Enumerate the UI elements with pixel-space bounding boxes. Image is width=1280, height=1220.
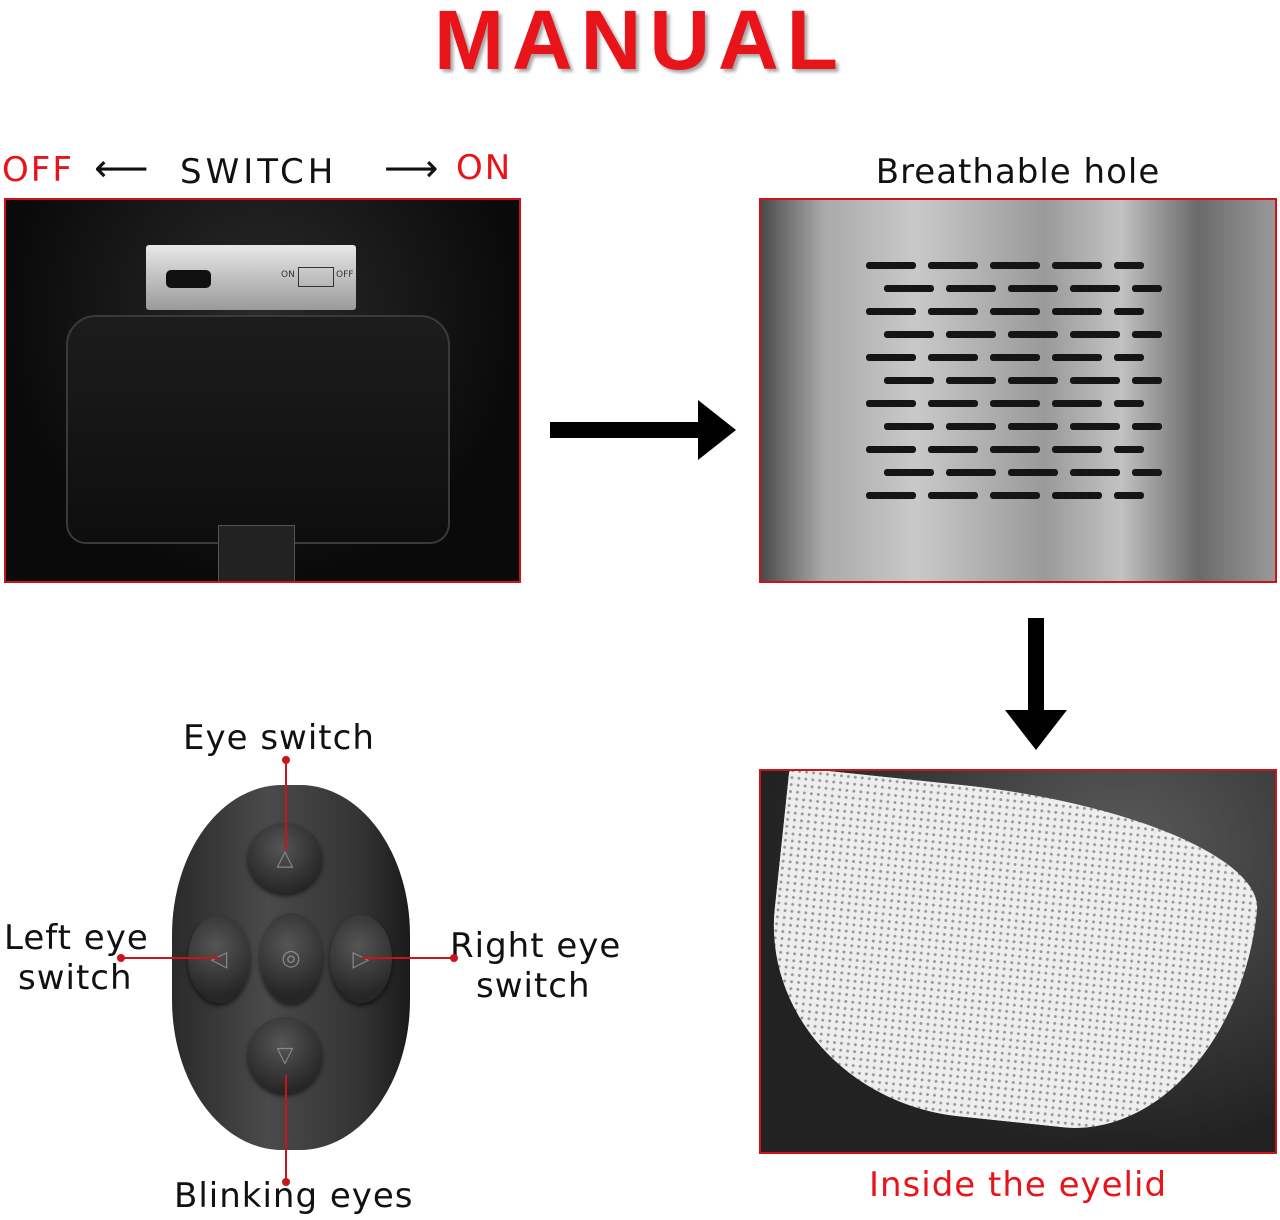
- vent-slot: [1052, 400, 1102, 407]
- vent-slot: [1070, 331, 1120, 338]
- switch-label: SWITCH: [180, 152, 338, 192]
- vent-slot: [1114, 354, 1144, 361]
- arrow-right-icon: [550, 400, 736, 460]
- right-eye-label: Right eye: [450, 926, 622, 966]
- vent-slot: [1008, 469, 1058, 476]
- vent-slot: [884, 285, 934, 292]
- vent-slot: [1070, 469, 1120, 476]
- vent-slot: [1008, 331, 1058, 338]
- eye-switch-label: Eye switch: [183, 718, 375, 758]
- vent-slot: [1070, 377, 1120, 384]
- vent-slot: [1070, 285, 1120, 292]
- vent-slot: [1008, 377, 1058, 384]
- callout-dot: [282, 756, 290, 764]
- cover-clip: [218, 525, 295, 581]
- vent-slot: [1114, 308, 1144, 315]
- vent-slot: [866, 446, 916, 453]
- callout-line: [362, 957, 454, 959]
- callout-line: [285, 1075, 287, 1183]
- vent-slot: [866, 262, 916, 269]
- vent-slot: [990, 262, 1040, 269]
- vent-slot: [866, 354, 916, 361]
- right-button[interactable]: ▷: [330, 915, 392, 1003]
- callout-dot: [450, 954, 458, 962]
- vent-slots: [866, 262, 1162, 522]
- vent-slot: [946, 331, 996, 338]
- vent-slot: [946, 285, 996, 292]
- off-label: OFF: [2, 150, 74, 190]
- center-button[interactable]: ◎: [260, 913, 322, 1003]
- vent-slot: [928, 308, 978, 315]
- vent-slot: [1008, 423, 1058, 430]
- callout-line: [120, 957, 220, 959]
- vent-slot: [1132, 377, 1162, 384]
- vent-slot: [1114, 446, 1144, 453]
- vent-slot: [1114, 492, 1144, 499]
- battery-box: ON OFF: [146, 245, 356, 310]
- callout-dot: [282, 1178, 290, 1186]
- vent-slot: [866, 308, 916, 315]
- page-title: MANUAL: [434, 0, 846, 87]
- vent-slot: [928, 262, 978, 269]
- vent-slot: [990, 400, 1040, 407]
- callout-dot: [117, 954, 125, 962]
- vent-slot: [884, 469, 934, 476]
- vent-slot: [990, 354, 1040, 361]
- arrow-right-icon: ⟶: [384, 146, 441, 190]
- vent-slot: [1132, 423, 1162, 430]
- vent-slot: [1052, 492, 1102, 499]
- vent-slot: [1052, 308, 1102, 315]
- vent-slot: [1070, 423, 1120, 430]
- left-eye-label-2: switch: [18, 958, 133, 998]
- vent-slot: [1114, 400, 1144, 407]
- breathable-hole-photo: [759, 198, 1277, 583]
- blinking-eyes-label: Blinking eyes: [174, 1176, 414, 1216]
- power-switch: [298, 267, 334, 287]
- eyelid-photo: [759, 769, 1277, 1154]
- eyelid-label: Inside the eyelid: [868, 1165, 1168, 1205]
- usb-port-icon: [166, 270, 211, 288]
- vent-slot: [990, 492, 1040, 499]
- vent-slot: [928, 492, 978, 499]
- vent-slot: [1052, 354, 1102, 361]
- on-label: ON: [456, 148, 513, 188]
- vent-slot: [946, 377, 996, 384]
- vent-slot: [884, 423, 934, 430]
- vent-slot: [946, 469, 996, 476]
- remote-control: △ ◁ ◎ ▷ ▽: [172, 785, 410, 1150]
- vent-slot: [990, 308, 1040, 315]
- vent-slot: [928, 446, 978, 453]
- breathable-hole-label: Breathable hole: [875, 152, 1161, 192]
- device-off-text: OFF: [336, 270, 354, 280]
- arrow-left-icon: ⟵: [94, 146, 151, 190]
- arrow-down-icon: [1005, 618, 1067, 750]
- vent-slot: [928, 354, 978, 361]
- vent-slot: [866, 400, 916, 407]
- vent-slot: [928, 400, 978, 407]
- vent-slot: [1114, 262, 1144, 269]
- callout-line: [285, 760, 287, 850]
- vent-slot: [1132, 469, 1162, 476]
- vent-slot: [884, 377, 934, 384]
- switch-photo: ON OFF: [4, 198, 521, 583]
- vent-slot: [1008, 285, 1058, 292]
- left-eye-label: Left eye: [4, 918, 149, 958]
- vent-slot: [1052, 446, 1102, 453]
- vent-slot: [1132, 285, 1162, 292]
- left-button[interactable]: ◁: [188, 915, 250, 1003]
- vent-slot: [990, 446, 1040, 453]
- vent-slot: [1132, 331, 1162, 338]
- right-eye-label-2: switch: [476, 966, 591, 1006]
- vent-slot: [866, 492, 916, 499]
- device-on-text: ON: [281, 270, 295, 280]
- vent-slot: [884, 331, 934, 338]
- vent-slot: [1052, 262, 1102, 269]
- vent-slot: [946, 423, 996, 430]
- battery-cover: [66, 315, 450, 544]
- eye-mesh: [761, 771, 1267, 1146]
